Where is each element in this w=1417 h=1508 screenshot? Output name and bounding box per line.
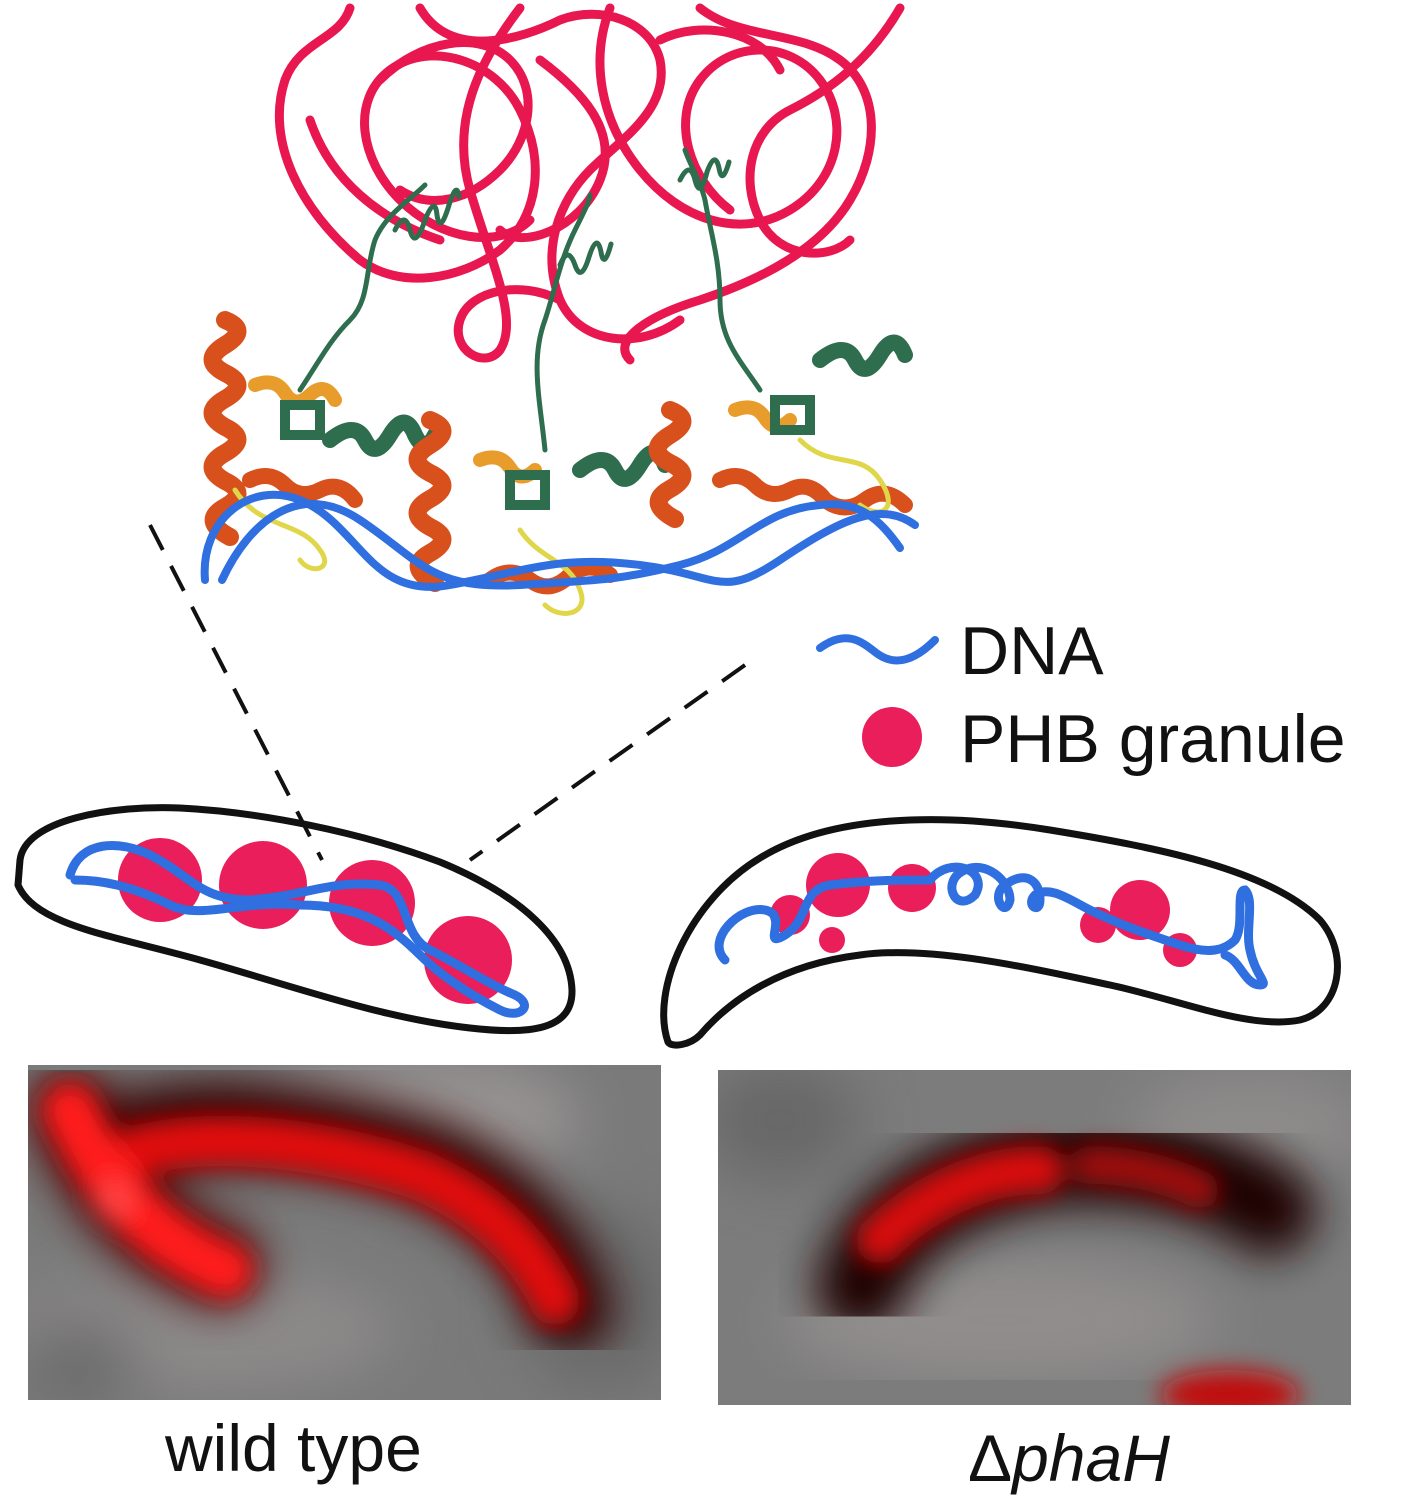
phah-protein-2 (418, 195, 666, 613)
protein-3-orange-helix (658, 410, 683, 519)
legend: DNA PHB granule (820, 613, 1346, 777)
legend-dna-swatch (820, 638, 935, 660)
mutant-cell-cartoon (664, 820, 1338, 1045)
mutant-caption-gene: phaH (1012, 1421, 1170, 1495)
wild-type-caption: wild type (165, 1410, 422, 1486)
legend-granule-label: PHB granule (960, 701, 1346, 777)
wild-type-micrograph (0, 1060, 680, 1400)
phb-polymer-chain (279, 8, 900, 360)
legend-dna-label: DNA (960, 613, 1104, 689)
mutant-caption: ΔphaH (968, 1420, 1170, 1496)
wild-type-cell-cartoon (18, 808, 572, 1031)
mutant-micrograph (700, 1060, 1370, 1420)
legend-granule-swatch (862, 707, 922, 767)
protein-3-light-helix (735, 407, 790, 426)
protein-2-green-sheet (510, 475, 545, 505)
protein-3-tail-coil (680, 160, 729, 188)
mutant-caption-delta: Δ (968, 1421, 1012, 1495)
protein-2-orange-helix (418, 420, 443, 583)
phah-protein-3 (658, 150, 906, 519)
protein-1-light-helix (255, 382, 335, 401)
protein-1-green-sheet (285, 405, 320, 435)
protein-3-green-helix (820, 343, 905, 369)
